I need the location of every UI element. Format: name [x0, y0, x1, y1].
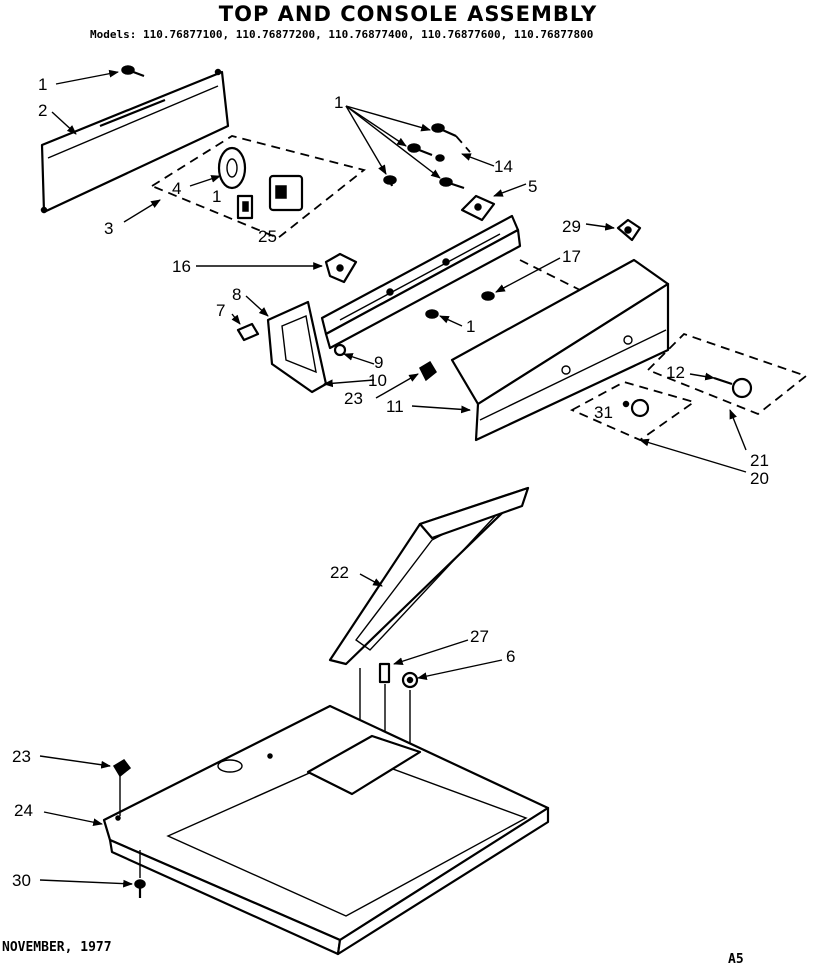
page-title: TOP AND CONSOLE ASSEMBLY [218, 2, 598, 26]
callout-7: 7 [216, 301, 225, 320]
lid-part [328, 486, 530, 666]
callout-31: 31 [594, 403, 613, 422]
socket-31-part [622, 398, 650, 418]
callout-1: 1 [38, 75, 47, 94]
footer-date: NOVEMBER, 1977 [2, 940, 112, 955]
callout-1-timer: 1 [212, 187, 221, 206]
knob-part [217, 146, 247, 190]
clip-part [616, 218, 642, 242]
console-panel-part [450, 258, 670, 442]
callout-1-screws: 1 [334, 93, 343, 112]
callout-4: 4 [172, 179, 181, 198]
callout-6: 6 [506, 647, 515, 666]
callout-5: 5 [528, 177, 537, 196]
callout-23-console: 23 [344, 389, 363, 408]
clip-7-part [236, 322, 260, 342]
callout-12: 12 [666, 363, 685, 382]
screw-part [121, 65, 145, 78]
screw-27-part [378, 662, 391, 684]
bracket-16-part [324, 252, 358, 284]
callout-24: 24 [14, 801, 33, 820]
callout-27: 27 [470, 627, 489, 646]
callout-3: 3 [104, 219, 113, 238]
callout-14: 14 [494, 157, 513, 176]
callout-2: 2 [38, 101, 47, 120]
top-panel-part [102, 704, 550, 956]
nut-23a-part [419, 360, 437, 382]
callout-21: 21 [750, 451, 769, 470]
screw-1d-part [425, 309, 439, 319]
models-list: Models: 110.76877100, 110.76877200, 110.… [90, 28, 594, 41]
lamp-socket-part [713, 376, 753, 399]
callout-30: 30 [12, 871, 31, 890]
footer-page-code: A5 [728, 952, 744, 967]
light-group-outline [646, 332, 808, 416]
callout-20: 20 [750, 469, 769, 488]
callout-16: 16 [172, 257, 191, 276]
callout-11: 11 [386, 397, 404, 416]
callout-8: 8 [232, 285, 241, 304]
callout-17: 17 [562, 247, 581, 266]
screw-30-part [134, 879, 146, 898]
screw-17-part [481, 291, 495, 301]
callout-22: 22 [330, 563, 349, 582]
callout-9: 9 [374, 353, 383, 372]
callout-29: 29 [562, 217, 581, 236]
nut-6-part [401, 671, 419, 689]
holder-part [266, 300, 328, 394]
callout-25: 25 [258, 227, 277, 246]
back-panel-part [40, 68, 230, 214]
screws-cluster [383, 123, 471, 190]
console-rail-part [320, 214, 522, 350]
callout-arrows [39, 69, 747, 888]
part-10 [333, 343, 347, 357]
callout-10: 10 [368, 371, 387, 390]
callout-1-rail: 1 [466, 317, 475, 336]
bracket-part [460, 194, 496, 222]
callout-23-top: 23 [12, 747, 31, 766]
timer-part [268, 174, 304, 212]
timer-group-outline [150, 135, 366, 240]
switch-part [236, 194, 254, 220]
nut-23b-part [112, 759, 132, 778]
